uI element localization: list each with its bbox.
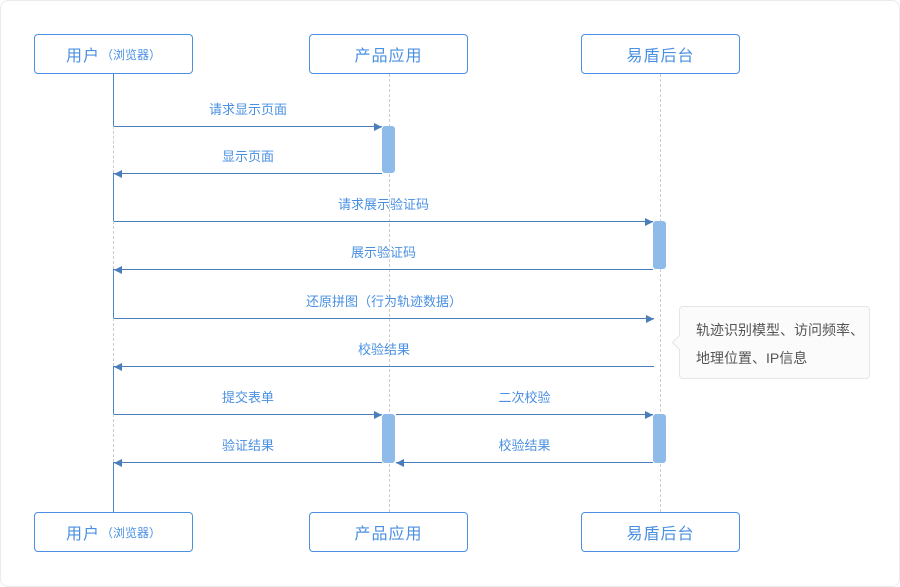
lifeline-solid-segment bbox=[113, 173, 114, 221]
lifeline-dashed-segment bbox=[113, 126, 114, 173]
actor-box-bottom-user: 用户（浏览器） bbox=[34, 512, 193, 552]
message-arrowhead-left-icon bbox=[114, 363, 122, 371]
activation-bar-yidun bbox=[653, 221, 666, 269]
message-arrowhead-left-icon bbox=[114, 170, 122, 178]
message-line bbox=[114, 318, 654, 319]
message-line bbox=[114, 414, 382, 415]
message-arrowhead-right-icon bbox=[374, 411, 382, 419]
lifeline-solid-segment bbox=[113, 269, 114, 318]
lifeline-dashed-segment bbox=[113, 414, 114, 462]
message-line bbox=[114, 126, 382, 127]
actor-box-top-product: 产品应用 bbox=[309, 34, 468, 74]
lifeline-solid-segment bbox=[113, 74, 114, 126]
activation-bar-yidun bbox=[653, 414, 666, 463]
message-arrowhead-right-icon bbox=[646, 315, 654, 323]
message-label: 显示页面 bbox=[221, 149, 275, 164]
message-label: 验证结果 bbox=[221, 438, 275, 453]
message-label: 展示验证码 bbox=[350, 245, 417, 260]
actor-sublabel: （浏览器） bbox=[101, 525, 162, 540]
note-box: 轨迹识别模型、访问频率、 地理位置、IP信息 bbox=[671, 306, 870, 379]
message-line bbox=[114, 173, 382, 174]
lifeline-dashed-segment bbox=[660, 74, 661, 512]
message-label: 提交表单 bbox=[221, 390, 275, 405]
actor-box-top-user: 用户（浏览器） bbox=[34, 34, 193, 74]
message-arrowhead-right-icon bbox=[645, 411, 653, 419]
message-line bbox=[114, 366, 654, 367]
actor-box-top-yidun: 易盾后台 bbox=[581, 34, 740, 74]
note-text-line: 地理位置、IP信息 bbox=[696, 350, 808, 366]
message-label: 还原拼图（行为轨迹数据） bbox=[305, 294, 463, 309]
actor-label: 易盾后台 bbox=[626, 526, 695, 543]
message-line bbox=[114, 221, 653, 222]
actor-label: 用户 bbox=[65, 48, 100, 65]
actor-box-bottom-yidun: 易盾后台 bbox=[581, 512, 740, 552]
actor-box-bottom-product: 产品应用 bbox=[309, 512, 468, 552]
note-text-line: 轨迹识别模型、访问频率、 bbox=[696, 322, 864, 338]
message-label: 校验结果 bbox=[357, 342, 411, 357]
note-caret-left-icon bbox=[671, 334, 688, 351]
actor-label: 易盾后台 bbox=[626, 48, 695, 65]
message-line bbox=[114, 269, 653, 270]
lifeline-dashed-segment bbox=[113, 318, 114, 366]
lifeline-solid-segment bbox=[113, 366, 114, 414]
lifeline-solid-segment bbox=[113, 462, 114, 512]
message-label: 校验结果 bbox=[498, 438, 551, 453]
lifeline-dashed-segment bbox=[113, 221, 114, 269]
actor-label: 用户 bbox=[65, 526, 100, 543]
actor-sublabel: （浏览器） bbox=[101, 47, 162, 62]
message-line bbox=[396, 462, 653, 463]
actor-label: 产品应用 bbox=[354, 526, 423, 543]
activation-bar-product bbox=[382, 126, 395, 173]
message-line bbox=[114, 462, 382, 463]
message-arrowhead-left-icon bbox=[114, 459, 122, 467]
message-arrowhead-right-icon bbox=[645, 218, 653, 226]
message-label: 请求展示验证码 bbox=[337, 197, 430, 212]
message-arrowhead-left-icon bbox=[396, 459, 404, 467]
message-arrowhead-right-icon bbox=[374, 123, 382, 131]
message-arrowhead-left-icon bbox=[114, 266, 122, 274]
activation-bar-product bbox=[382, 414, 395, 463]
message-label: 二次校验 bbox=[498, 390, 551, 405]
message-line bbox=[396, 414, 653, 415]
message-label: 请求显示页面 bbox=[208, 102, 288, 117]
actor-label: 产品应用 bbox=[354, 48, 423, 65]
lifeline-dashed-segment bbox=[389, 74, 390, 512]
